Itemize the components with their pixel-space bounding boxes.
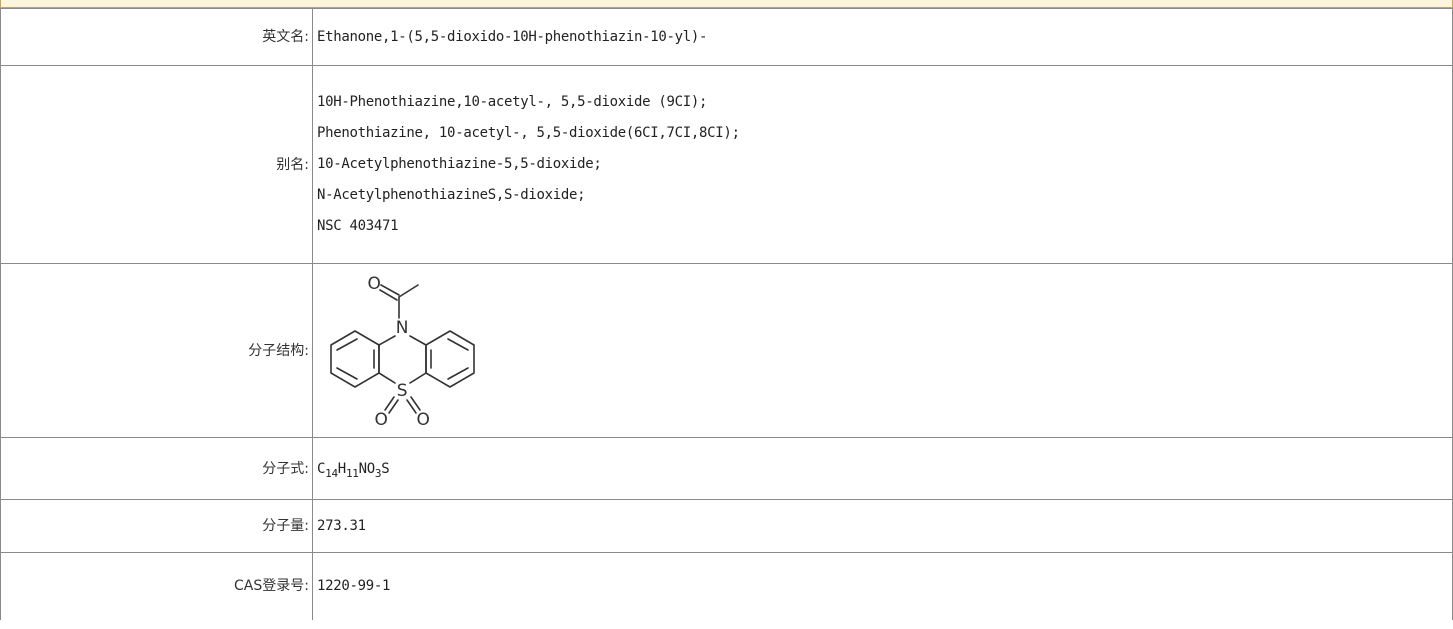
aliases-value: 10H-Phenothiazine,10-acetyl-, 5,5-dioxid… [312,65,1453,264]
formula-label: 分子式: [0,437,313,500]
formula-subscript: 14 [325,466,338,480]
atom-label: O [374,410,387,430]
atom-label: S [397,381,408,401]
alias-item: 10-Acetylphenothiazine-5,5-dioxide; [317,156,602,172]
table-row-cas: CAS登录号: 1220-99-1 [0,552,1453,620]
structure-value: O N S O O [312,263,1453,438]
alias-item: 10H-Phenothiazine,10-acetyl-, 5,5-dioxid… [317,94,708,110]
atom-label: O [416,410,429,430]
header-strip [0,0,1453,8]
table-row-structure: 分子结构: [0,263,1453,438]
molecular-weight-value: 273.31 [312,499,1453,553]
formula-subscript: 11 [345,466,359,480]
alias-item: NSC 403471 [317,218,399,234]
formula-element: S [381,460,390,477]
compound-info-table: 英文名: Ethanone,1-(5,5-dioxido-10H-phenoth… [0,8,1453,620]
formula-element: H [337,460,346,477]
structure-label: 分子结构: [0,263,313,438]
molecular-structure-image: O N S O O [330,274,475,430]
formula-element: NO [358,460,376,477]
cas-value: 1220-99-1 [312,552,1453,620]
formula-element: C [317,460,326,477]
english-name-label: 英文名: [0,8,313,66]
english-name-value: Ethanone,1-(5,5-dioxido-10H-phenothiazin… [312,8,1453,66]
table-row-formula: 分子式: C14H11NO3S [0,437,1453,500]
formula-subscript: 3 [374,466,382,480]
table-row-aliases: 别名: 10H-Phenothiazine,10-acetyl-, 5,5-di… [0,65,1453,264]
aliases-label: 别名: [0,65,313,264]
table-row-english-name: 英文名: Ethanone,1-(5,5-dioxido-10H-phenoth… [0,8,1453,66]
molecular-weight-label: 分子量: [0,499,313,553]
atom-label: O [367,274,380,294]
atom-label: N [396,318,408,338]
formula-value: C14H11NO3S [312,437,1453,500]
cas-label: CAS登录号: [0,552,313,620]
table-row-molecular-weight: 分子量: 273.31 [0,499,1453,553]
alias-item: Phenothiazine, 10-acetyl-, 5,5-dioxide(6… [317,125,740,141]
alias-item: N-AcetylphenothiazineS,S-dioxide; [317,187,586,203]
